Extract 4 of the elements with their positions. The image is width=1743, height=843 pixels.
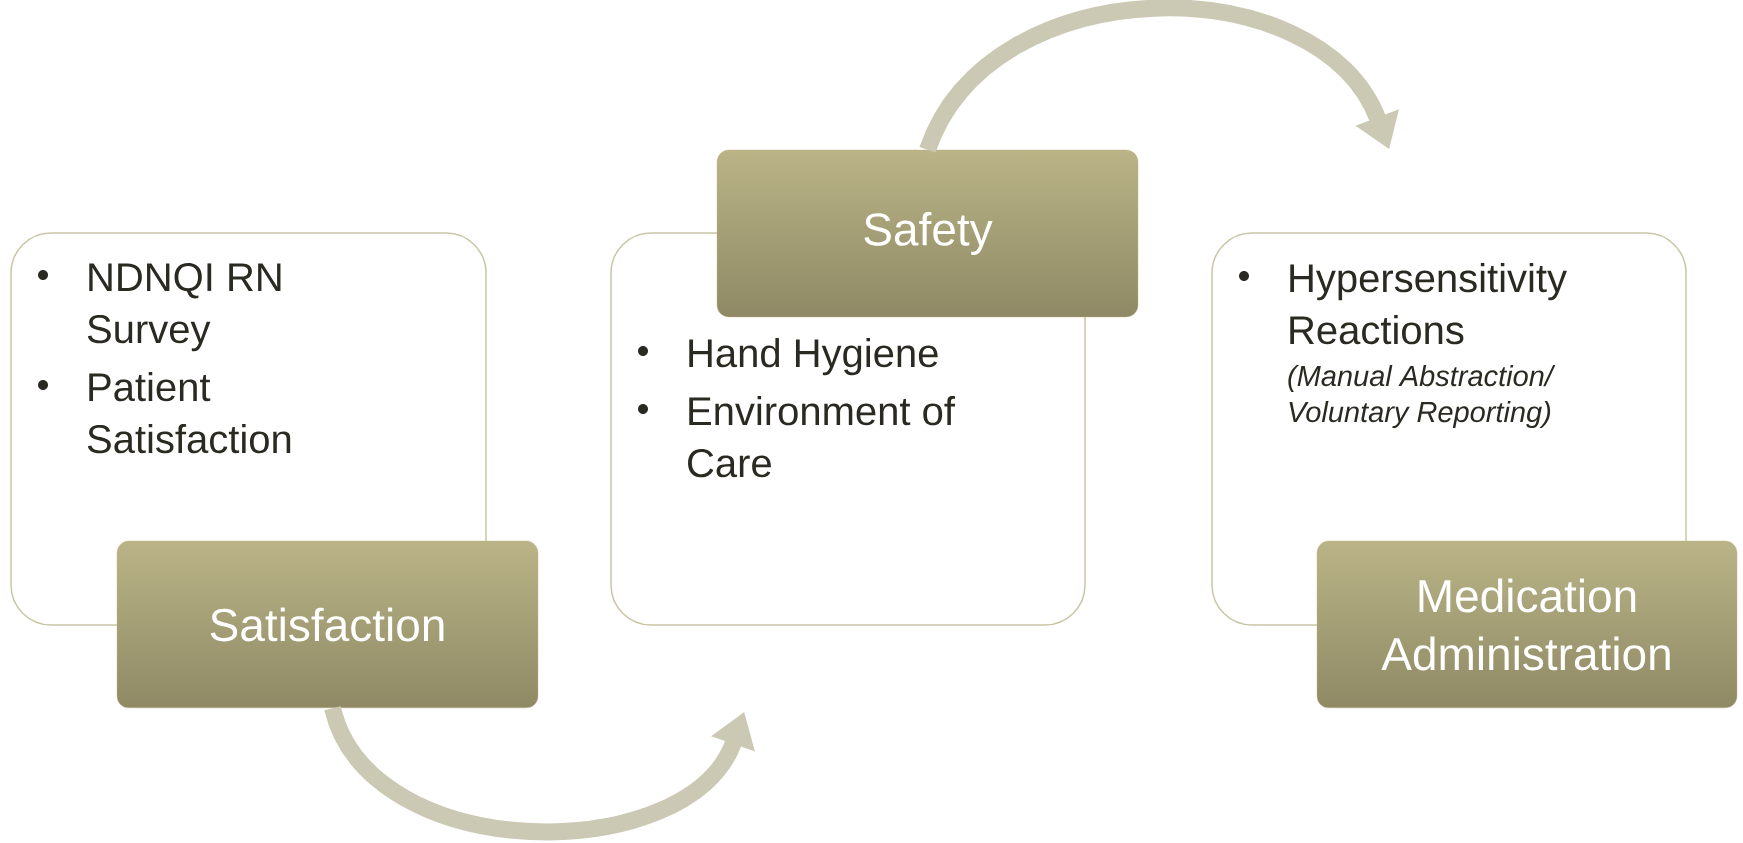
heading-box: Satisfaction [116, 540, 539, 709]
heading-box: Safety [716, 149, 1139, 318]
curved-arrow [919, 0, 1399, 154]
heading-box: Medication Administration [1316, 540, 1738, 709]
